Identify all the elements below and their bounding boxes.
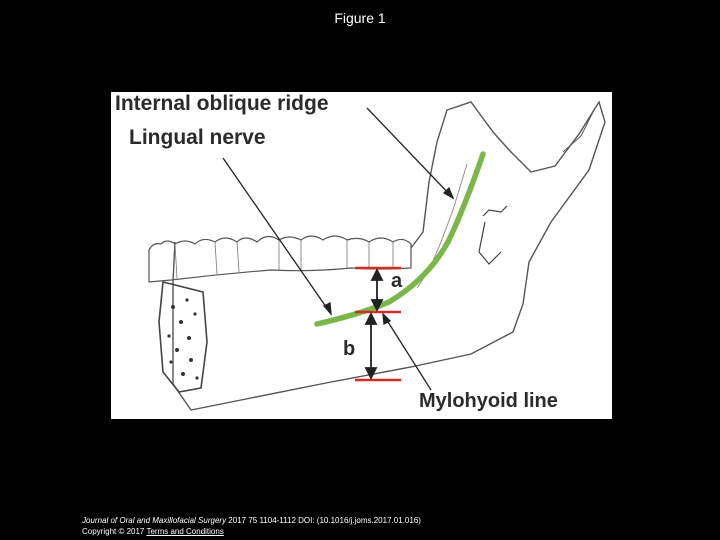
mandible-illustration: Internal oblique ridge Lingual nerve a b… bbox=[111, 92, 612, 419]
label-b: b bbox=[343, 338, 356, 360]
cut-surface bbox=[158, 280, 208, 393]
tooth-dividers bbox=[174, 240, 394, 279]
mandible-outline bbox=[172, 100, 606, 411]
label-a: a bbox=[391, 270, 403, 292]
figure-title: Figure 1 bbox=[334, 10, 386, 26]
bone-dots bbox=[167, 298, 199, 380]
terms-link[interactable]: Terms and Conditions bbox=[146, 527, 224, 536]
copyright-line: Copyright © 2017 Terms and Conditions bbox=[82, 526, 421, 537]
measurement-markers bbox=[355, 266, 401, 382]
citation-details: 2017 75 1104-1112 DOI: (10.1016/j.joms.2… bbox=[226, 516, 421, 525]
label-internal-oblique-ridge: Internal oblique ridge bbox=[115, 92, 329, 115]
lingula-sketch bbox=[478, 205, 508, 265]
condyle-outline bbox=[562, 107, 596, 153]
journal-name: Journal of Oral and Maxillofacial Surger… bbox=[82, 516, 227, 525]
mandible-drawing bbox=[148, 100, 606, 411]
teeth-row bbox=[148, 235, 412, 283]
leader-arrows bbox=[222, 107, 455, 391]
label-mylohyoid-line: Mylohyoid line bbox=[419, 390, 558, 412]
copyright-text: Copyright © 2017 bbox=[82, 527, 147, 536]
label-lingual-nerve: Lingual nerve bbox=[129, 126, 266, 149]
ridge-sketch bbox=[416, 163, 468, 289]
measurement-arrows bbox=[364, 267, 384, 381]
citation-line: Journal of Oral and Maxillofacial Surger… bbox=[82, 515, 421, 526]
citation: Journal of Oral and Maxillofacial Surger… bbox=[82, 515, 421, 537]
